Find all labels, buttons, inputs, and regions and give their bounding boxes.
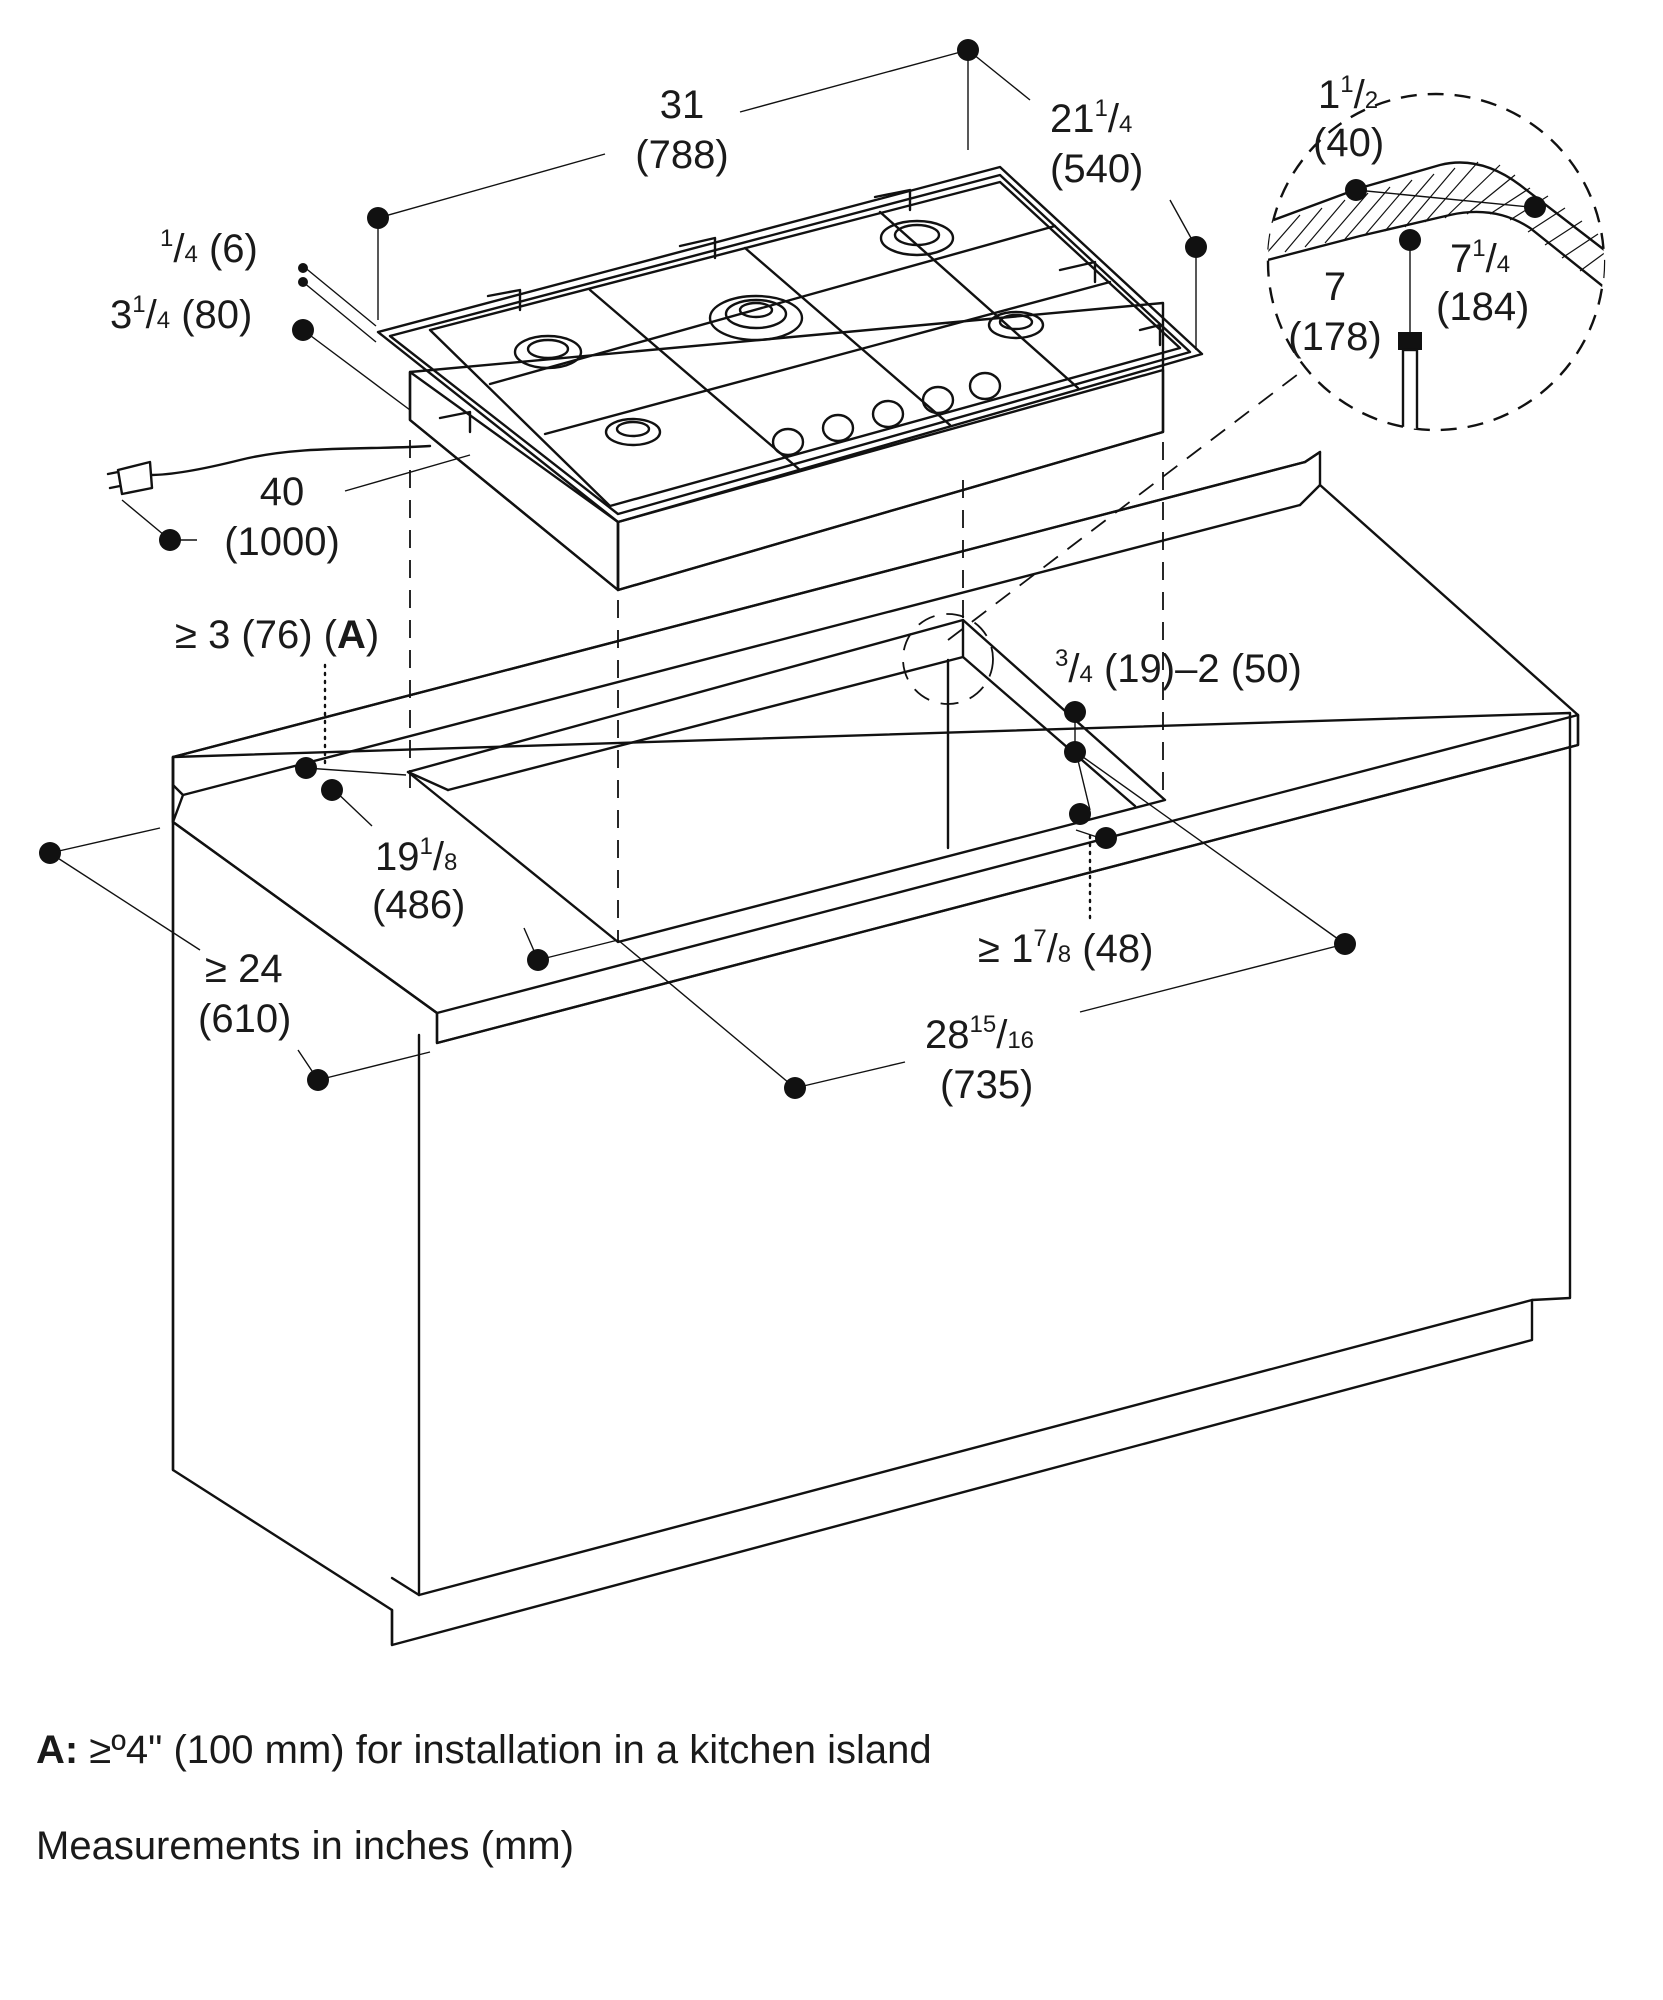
control-knobs [771, 371, 1002, 457]
dim-clearance-3: ≥ 3 (76) (A) [175, 613, 379, 657]
cabinet [171, 711, 1572, 1647]
gas-fitting-icon [1398, 332, 1422, 430]
countertop-cutout [406, 618, 1167, 944]
dim-3-4-to-2: 3/4 (19)–2 (50) [1055, 645, 1302, 691]
dim-1-7-8-front: ≥ 17/8 (48) [978, 925, 1153, 971]
dimension-labels: 31 (788) 211/4 (540) 11/2 (40) 71/4 (184… [110, 71, 1529, 1107]
plug-icon [106, 460, 154, 496]
dim-7-inches: 7 [1324, 265, 1346, 309]
dim-3-1-4-height: 31/4 (80) [110, 291, 252, 337]
dim-24-mm: (610) [198, 997, 291, 1041]
dim-28-15-16-mm: (735) [940, 1063, 1033, 1107]
power-cord [148, 444, 432, 477]
countertop [171, 450, 1580, 1045]
note-a-key: A: [36, 1728, 79, 1772]
dim-1-1-2-mm: (40) [1313, 121, 1384, 165]
dim-1-1-2-inches: 11/2 [1318, 71, 1378, 117]
dim-31-mm: (788) [635, 133, 728, 177]
cooktop [106, 165, 1204, 592]
dim-7-1-4-mm: (184) [1436, 285, 1529, 329]
dim-19-1-8-mm: (486) [372, 883, 465, 927]
dimension-dots [39, 39, 1356, 1099]
dim-19-1-8-inches: 191/8 [375, 833, 457, 879]
dim-24-inches: ≥ 24 [205, 947, 283, 991]
dim-28-15-16-inches: 2815/16 [925, 1011, 1034, 1057]
dim-40-inches: 40 [260, 470, 305, 514]
dimension-lines [49, 49, 1346, 1089]
note-measurements: Measurements in inches (mm) [36, 1824, 574, 1868]
detail-view [1266, 92, 1606, 432]
note-a: A: ≥º4" (100 mm) for installation in a k… [36, 1728, 932, 1773]
dim-21-1-4-mm: (540) [1050, 147, 1143, 191]
dim-40-mm: (1000) [224, 520, 340, 564]
dim-1-4-gap: 1/4 (6) [160, 225, 258, 271]
dim-7-mm: (178) [1288, 315, 1381, 359]
note-a-text: ≥º4" (100 mm) for installation in a kitc… [78, 1728, 932, 1772]
projection-lines [323, 364, 1311, 940]
dim-7-1-4-inches: 71/4 [1450, 235, 1510, 281]
dim-31-inches: 31 [660, 83, 705, 127]
dim-21-1-4-inches: 211/4 [1050, 95, 1132, 141]
